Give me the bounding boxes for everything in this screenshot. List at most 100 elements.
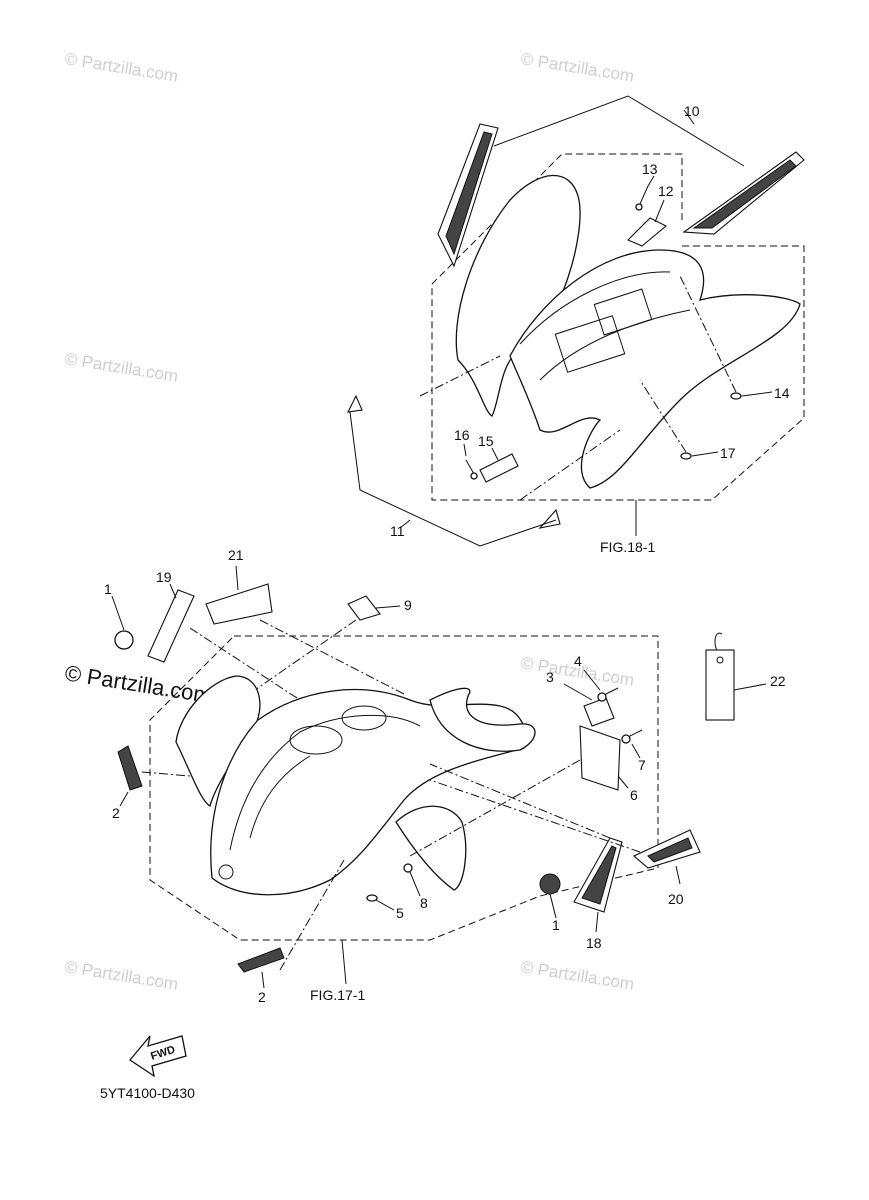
bolt-7-head [621,734,631,744]
rear-fender-ridge [539,309,691,381]
clip-17 [680,452,692,460]
rear-fender-storage-bay [554,315,626,373]
leader-21-axis [259,619,405,695]
leader-11-bracket [349,411,557,547]
rear-side-panel-left [455,174,581,417]
leader-1b [549,893,557,919]
leader-18-axis [429,763,611,839]
leader-6 [617,775,629,789]
leader-2b [261,971,265,989]
decal-15 [479,453,519,483]
front-fender-headlight-right [289,725,343,755]
leader-9-axis [251,619,357,693]
leader-9 [375,605,401,609]
callout-2: 2 [258,989,266,1005]
decal-3 [583,697,615,727]
rear-fender-storage-bay-2 [593,288,653,336]
emblem-1-logo [539,873,561,895]
leader-10 [683,109,695,125]
leader-20 [675,865,681,885]
callout-13: 13 [642,161,658,177]
clip-5 [366,894,378,902]
leader-17-axis [639,379,687,453]
leader-12 [654,199,665,223]
emblem-1-plain [114,630,134,650]
leader-19-axis [189,627,301,701]
decal-10-left-graphic [445,131,493,256]
callout-2: 2 [112,805,120,821]
callout-18: 18 [586,935,602,951]
leader-4 [583,669,601,691]
decal-11-right-tip [538,508,561,529]
leader-20-axis [429,779,641,853]
watermark-text: © Partzilla.com [63,49,179,86]
leader-18 [595,911,599,933]
leader-1a [111,595,125,631]
leader-21 [235,565,239,591]
diagram-code: 5YT4100-D430 [100,1085,195,1101]
callout-17: 17 [720,445,736,461]
front-fender-crease [249,755,311,839]
fwd-arrow: FWD [129,1035,187,1078]
leader-7 [631,743,641,759]
leader-2b-axis [279,859,345,971]
leader-13 [647,175,655,187]
front-fender-hood-line [229,714,421,851]
callout-11: 11 [390,523,405,539]
leader-15 [491,447,499,461]
callout-16: 16 [454,427,470,443]
screw-13 [639,185,649,205]
leader-8 [409,871,421,897]
watermark-text: © Partzilla.com [63,957,179,994]
decal-9 [347,595,381,621]
decal-18-graphic [581,845,617,905]
callout-10: 10 [684,103,700,119]
rear-fender-body [509,249,801,489]
leader-2a [119,791,129,807]
callout-labels: 1 1 2 2 3 4 5 6 7 8 9 10 11 12 13 14 15 … [104,103,790,1005]
callout-19: 19 [156,569,172,585]
screw-16-head [470,472,478,480]
front-fender-right-wing [429,687,536,752]
callout-5: 5 [396,905,404,921]
tag-22 [705,632,767,721]
tag-22-card [705,649,735,721]
callout-15: 15 [478,433,494,449]
callout-1: 1 [104,581,112,597]
callout-22: 22 [770,673,786,689]
callout-20: 20 [668,891,684,907]
plate-6 [579,725,621,791]
leader-19 [169,583,177,599]
decal-2-upper [117,745,143,791]
watermark-text: © Partzilla.com [63,349,179,386]
leader-11-axis-2 [519,429,621,501]
leader-3 [563,683,593,701]
screw-16 [465,459,475,475]
rear-fender-assembly [347,95,805,547]
callout-4: 4 [574,653,582,669]
screw-13-head [635,203,643,211]
clip-14 [730,392,742,400]
callout-1: 1 [552,917,560,933]
watermark-text: © Partzilla.com [519,957,635,994]
callout-6: 6 [630,787,638,803]
bolt-4-head [597,692,607,702]
callout-3: 3 [546,669,554,685]
rear-fender-seat-edge [519,271,671,345]
figure-ref-front: FIG.17-1 [310,987,365,1003]
fig18-outline-right [431,245,805,501]
decal-19 [147,589,195,663]
leader-10-bracket [493,95,745,167]
watermark-text-dark: © Partzilla.com [63,660,213,708]
leader-14-axis [679,275,737,393]
leader-16 [463,443,467,457]
leader-17 [691,451,719,457]
decal-10-right-graphic [692,159,797,229]
callout-7: 7 [638,757,646,773]
decal-2-lower [237,947,285,973]
leader-5 [375,899,395,911]
decal-12 [627,217,667,247]
callout-14: 14 [774,385,790,401]
leader-2a-axis [141,771,191,777]
